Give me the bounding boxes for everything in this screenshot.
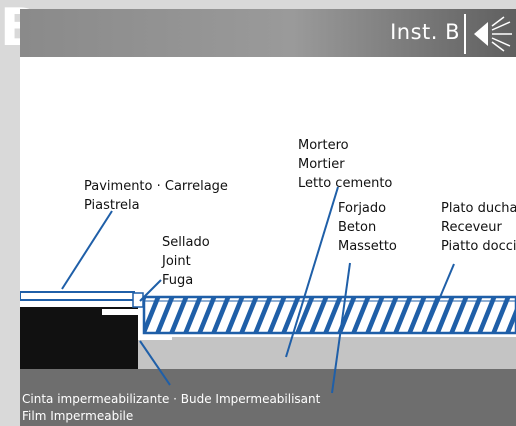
label-plato: Plato ducha Receveur Piatto doccia (441, 201, 516, 254)
diagram-panel: Inst. B (20, 9, 516, 426)
leader-forjado (331, 262, 351, 394)
leader-sellado (139, 279, 162, 302)
floor-tile (20, 291, 135, 301)
floor-block (20, 307, 138, 369)
speaker-icon[interactable] (470, 16, 514, 52)
header-bar: Inst. B (20, 9, 516, 57)
leader-cinta (139, 340, 171, 386)
header-title: Inst. B (390, 20, 460, 44)
waterproof-tape (138, 335, 172, 340)
label-sellado: Sellado Joint Fuga (162, 235, 210, 288)
leader-mortero (285, 186, 339, 358)
mortar-layer (120, 337, 516, 369)
leader-pavimento (61, 210, 113, 290)
sealing-joint (132, 292, 144, 308)
label-cinta: Cinta impermeabilizante · Bude Impermeab… (22, 392, 321, 423)
leader-plato (429, 263, 455, 322)
header-divider (464, 14, 466, 54)
label-mortero: Mortero Mortier Letto cemento (298, 138, 393, 191)
label-pavimento: Pavimento · Carrelage Piastrela (84, 179, 228, 213)
label-forjado: Forjado Beton Massetto (338, 201, 397, 254)
tile-adhesive (102, 309, 140, 315)
concrete-base (20, 369, 516, 426)
installation-diagram (20, 186, 516, 426)
shower-tray (142, 295, 516, 335)
